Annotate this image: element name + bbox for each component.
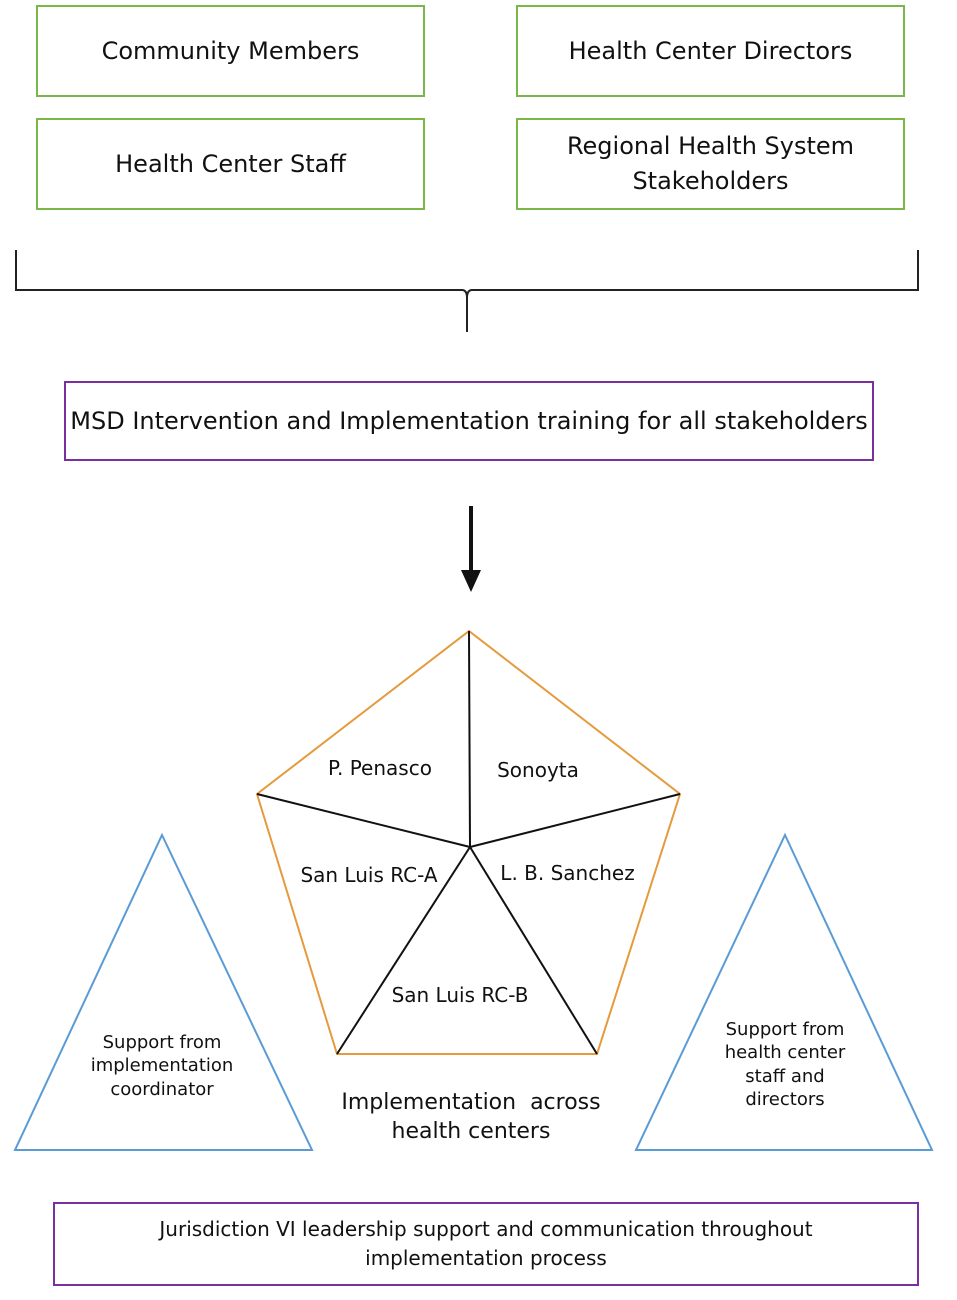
- right-support-line2: health center: [724, 1042, 846, 1064]
- center-sonoyta: Sonoyta: [497, 758, 579, 782]
- center-san-luis-rc-a: San Luis RC-A: [300, 863, 438, 887]
- implementation-line1: Implementation across: [341, 1090, 601, 1115]
- regional-label-line2: Stakeholders: [632, 167, 789, 195]
- right-support-triangle: [634, 832, 934, 1151]
- jurisdiction-line2: implementation process: [365, 1246, 607, 1270]
- regional-stakeholders-label: Regional Health System Stakeholders: [567, 129, 854, 199]
- pentagon-divider-top: [468, 630, 471, 848]
- community-members-box: Community Members: [36, 5, 425, 97]
- health-center-directors-box: Health Center Directors: [516, 5, 905, 97]
- pentagon-divider-bottom-right: [469, 846, 598, 1055]
- center-p-penasco: P. Penasco: [328, 756, 432, 780]
- left-support-line1: Support from: [102, 1032, 222, 1053]
- health-center-directors-label: Health Center Directors: [568, 37, 853, 65]
- training-box: MSD Intervention and Implementation trai…: [64, 381, 874, 461]
- jurisdiction-box: Jurisdiction VI leadership support and c…: [53, 1202, 919, 1286]
- implementation-line2: health centers: [391, 1118, 551, 1144]
- regional-label-line1: Regional Health System: [566, 132, 855, 161]
- implementation-caption: Implementation across health centers: [320, 1089, 622, 1146]
- training-label: MSD Intervention and Implementation trai…: [70, 407, 868, 435]
- pentagon-divider-bottom-left: [336, 846, 471, 1055]
- left-support-triangle: [13, 832, 314, 1151]
- pentagon-divider-left: [256, 793, 471, 848]
- jurisdiction-line1: Jurisdiction VI leadership support and c…: [159, 1217, 813, 1241]
- right-support-line1: Support from: [725, 1019, 845, 1040]
- center-san-luis-rc-b: San Luis RC-B: [391, 983, 529, 1007]
- right-support-line3: staff and: [745, 1065, 825, 1087]
- grouping-brace: [15, 250, 919, 332]
- left-support-line2: implementation: [90, 1055, 234, 1077]
- right-support-line4: directors: [745, 1089, 825, 1111]
- community-members-label: Community Members: [101, 37, 360, 65]
- center-lb-sanchez: L. B. Sanchez: [500, 861, 635, 885]
- pentagon-divider-right: [469, 793, 681, 848]
- left-support-line3: coordinator: [110, 1078, 214, 1100]
- jurisdiction-label: Jurisdiction VI leadership support and c…: [159, 1215, 812, 1273]
- left-support-label: Support from implementation coordinator: [72, 1031, 252, 1101]
- regional-stakeholders-box: Regional Health System Stakeholders: [516, 118, 905, 210]
- health-centers-pentagon: [255, 629, 682, 1055]
- down-arrow-head: [461, 570, 481, 592]
- health-center-staff-label: Health Center Staff: [115, 150, 346, 178]
- right-support-label: Support from health center staff and dir…: [695, 1018, 875, 1112]
- health-center-staff-box: Health Center Staff: [36, 118, 425, 210]
